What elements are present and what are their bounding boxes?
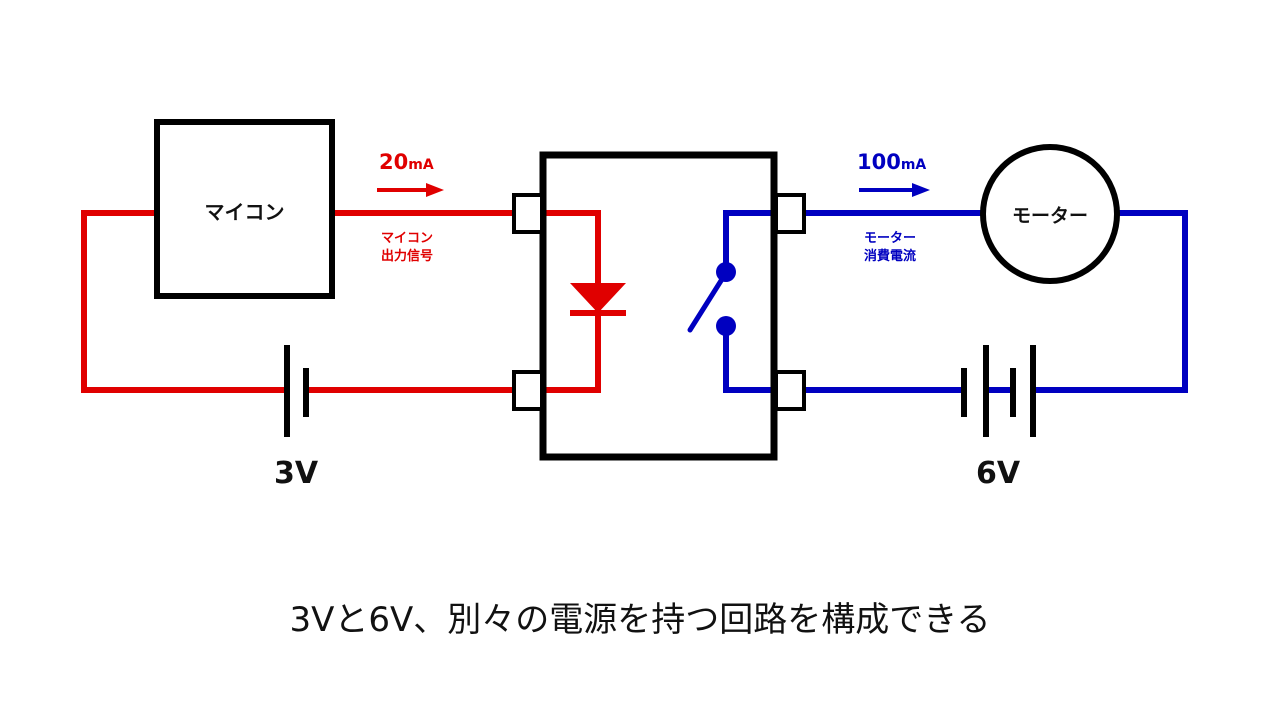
microcontroller-box (154, 119, 335, 299)
output-current-arrow-icon (859, 183, 930, 197)
pin-right-top (774, 193, 806, 234)
pin-left-top (512, 193, 544, 234)
output-current-desc-line1: モーター (863, 231, 916, 246)
input-current-arrow-icon (377, 183, 444, 197)
red-wire-left-loop (81, 210, 287, 393)
input-current-desc-line2: 出力信号 (380, 249, 433, 264)
output-current-desc-line2: 消費電流 (863, 249, 916, 264)
battery-3v-icon (284, 345, 309, 437)
microcontroller-label: マイコン (204, 200, 285, 224)
output-current-value: 100mA (857, 150, 926, 174)
input-current-value: 20mA (379, 150, 434, 174)
battery-6v-label: 6V (976, 456, 1021, 491)
blue-wire-internal-bottom (723, 326, 774, 393)
switch-icon (687, 262, 736, 336)
output-current-description: モーター 消費電流 (852, 230, 928, 266)
input-circuit (81, 210, 601, 393)
motor-circle (980, 144, 1120, 284)
pin-left-bottom (512, 370, 544, 411)
caption: 3Vと6V、別々の電源を持つ回路を構成できる (289, 600, 991, 640)
blue-wire-internal-top (723, 210, 774, 272)
battery-6v-icon (961, 345, 1036, 437)
output-circuit (723, 210, 1188, 393)
battery-3v-label: 3V (274, 456, 319, 491)
motor-label: モーター (1011, 205, 1088, 227)
blue-wire-motor-right-loop (1033, 210, 1188, 393)
input-current-unit: mA (408, 157, 434, 173)
output-current-number: 100 (857, 150, 901, 174)
input-current-number: 20 (379, 150, 409, 174)
pin-right-bottom (774, 370, 806, 411)
photocoupler-body (539, 151, 778, 461)
led-diode-icon (570, 283, 626, 316)
input-current-description: マイコン 出力信号 (372, 230, 442, 266)
input-current-desc-line1: マイコン (380, 231, 433, 246)
output-current-unit: mA (900, 157, 927, 173)
